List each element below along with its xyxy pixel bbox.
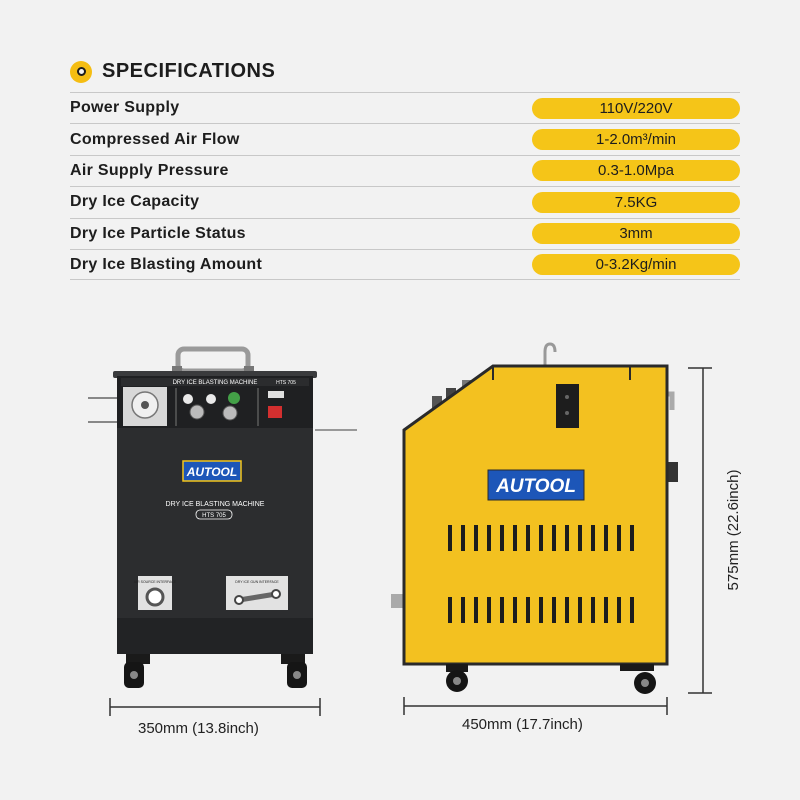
front-panel-title: DRY ICE BLASTING MACHINE [173, 380, 258, 386]
vent-slots-upper [448, 525, 634, 551]
port-right-label: DRY ICE GUN INTERFACE [235, 580, 279, 584]
spec-row: Dry Ice Capacity 7.5KG [70, 186, 740, 217]
dimension-lines [109, 367, 712, 716]
spec-value: 0.3-1.0Mpa [532, 160, 740, 182]
spec-label: Dry Ice Particle Status [70, 224, 246, 242]
spec-label: Air Supply Pressure [70, 161, 229, 179]
spec-row: Compressed Air Flow 1-2.0m³/min [70, 123, 740, 154]
spec-header: SPECIFICATIONS [70, 60, 275, 83]
vent-slots-lower [448, 597, 634, 623]
spec-table: Power Supply 110V/220V Compressed Air Fl… [70, 92, 740, 281]
front-body-model: HTS 705 [202, 513, 226, 519]
spec-title: SPECIFICATIONS [102, 60, 276, 82]
spec-value: 3mm [532, 223, 740, 245]
width-side-dimension-label: 450mm (17.7inch) [462, 716, 583, 733]
front-view-machine [88, 346, 357, 688]
spec-value: 110V/220V [532, 97, 740, 119]
spec-row: Dry Ice Particle Status 3mm [70, 217, 740, 249]
spec-value: 7.5KG [532, 191, 740, 213]
spec-value: 0-3.2Kg/min [532, 254, 740, 276]
side-view-machine [391, 342, 678, 694]
spec-row: Dry Ice Blasting Amount 0-3.2Kg/min [70, 248, 740, 281]
front-brand-logo: AUTOOL [186, 465, 237, 479]
width-front-dimension-label: 350mm (13.8inch) [138, 720, 259, 737]
side-brand-logo: AUTOOL [495, 476, 576, 497]
spec-label: Compressed Air Flow [70, 130, 240, 148]
front-panel-model: HTS 705 [276, 380, 296, 386]
spec-label: Dry Ice Capacity [70, 193, 200, 211]
spec-label: Power Supply [70, 99, 180, 117]
spec-label: Dry Ice Blasting Amount [70, 255, 263, 273]
spec-row: Air Supply Pressure 0.3-1.0Mpa [70, 154, 740, 186]
height-dimension-label: 575mm (22.6inch) [725, 470, 742, 591]
spec-value: 1-2.0m³/min [532, 129, 740, 151]
spec-row: Power Supply 110V/220V [70, 92, 740, 123]
front-body-title: DRY ICE BLASTING MACHINE [166, 501, 265, 508]
port-left-label: AIR SOURCE INTERFACE [134, 580, 177, 584]
bullet-icon [70, 60, 92, 83]
